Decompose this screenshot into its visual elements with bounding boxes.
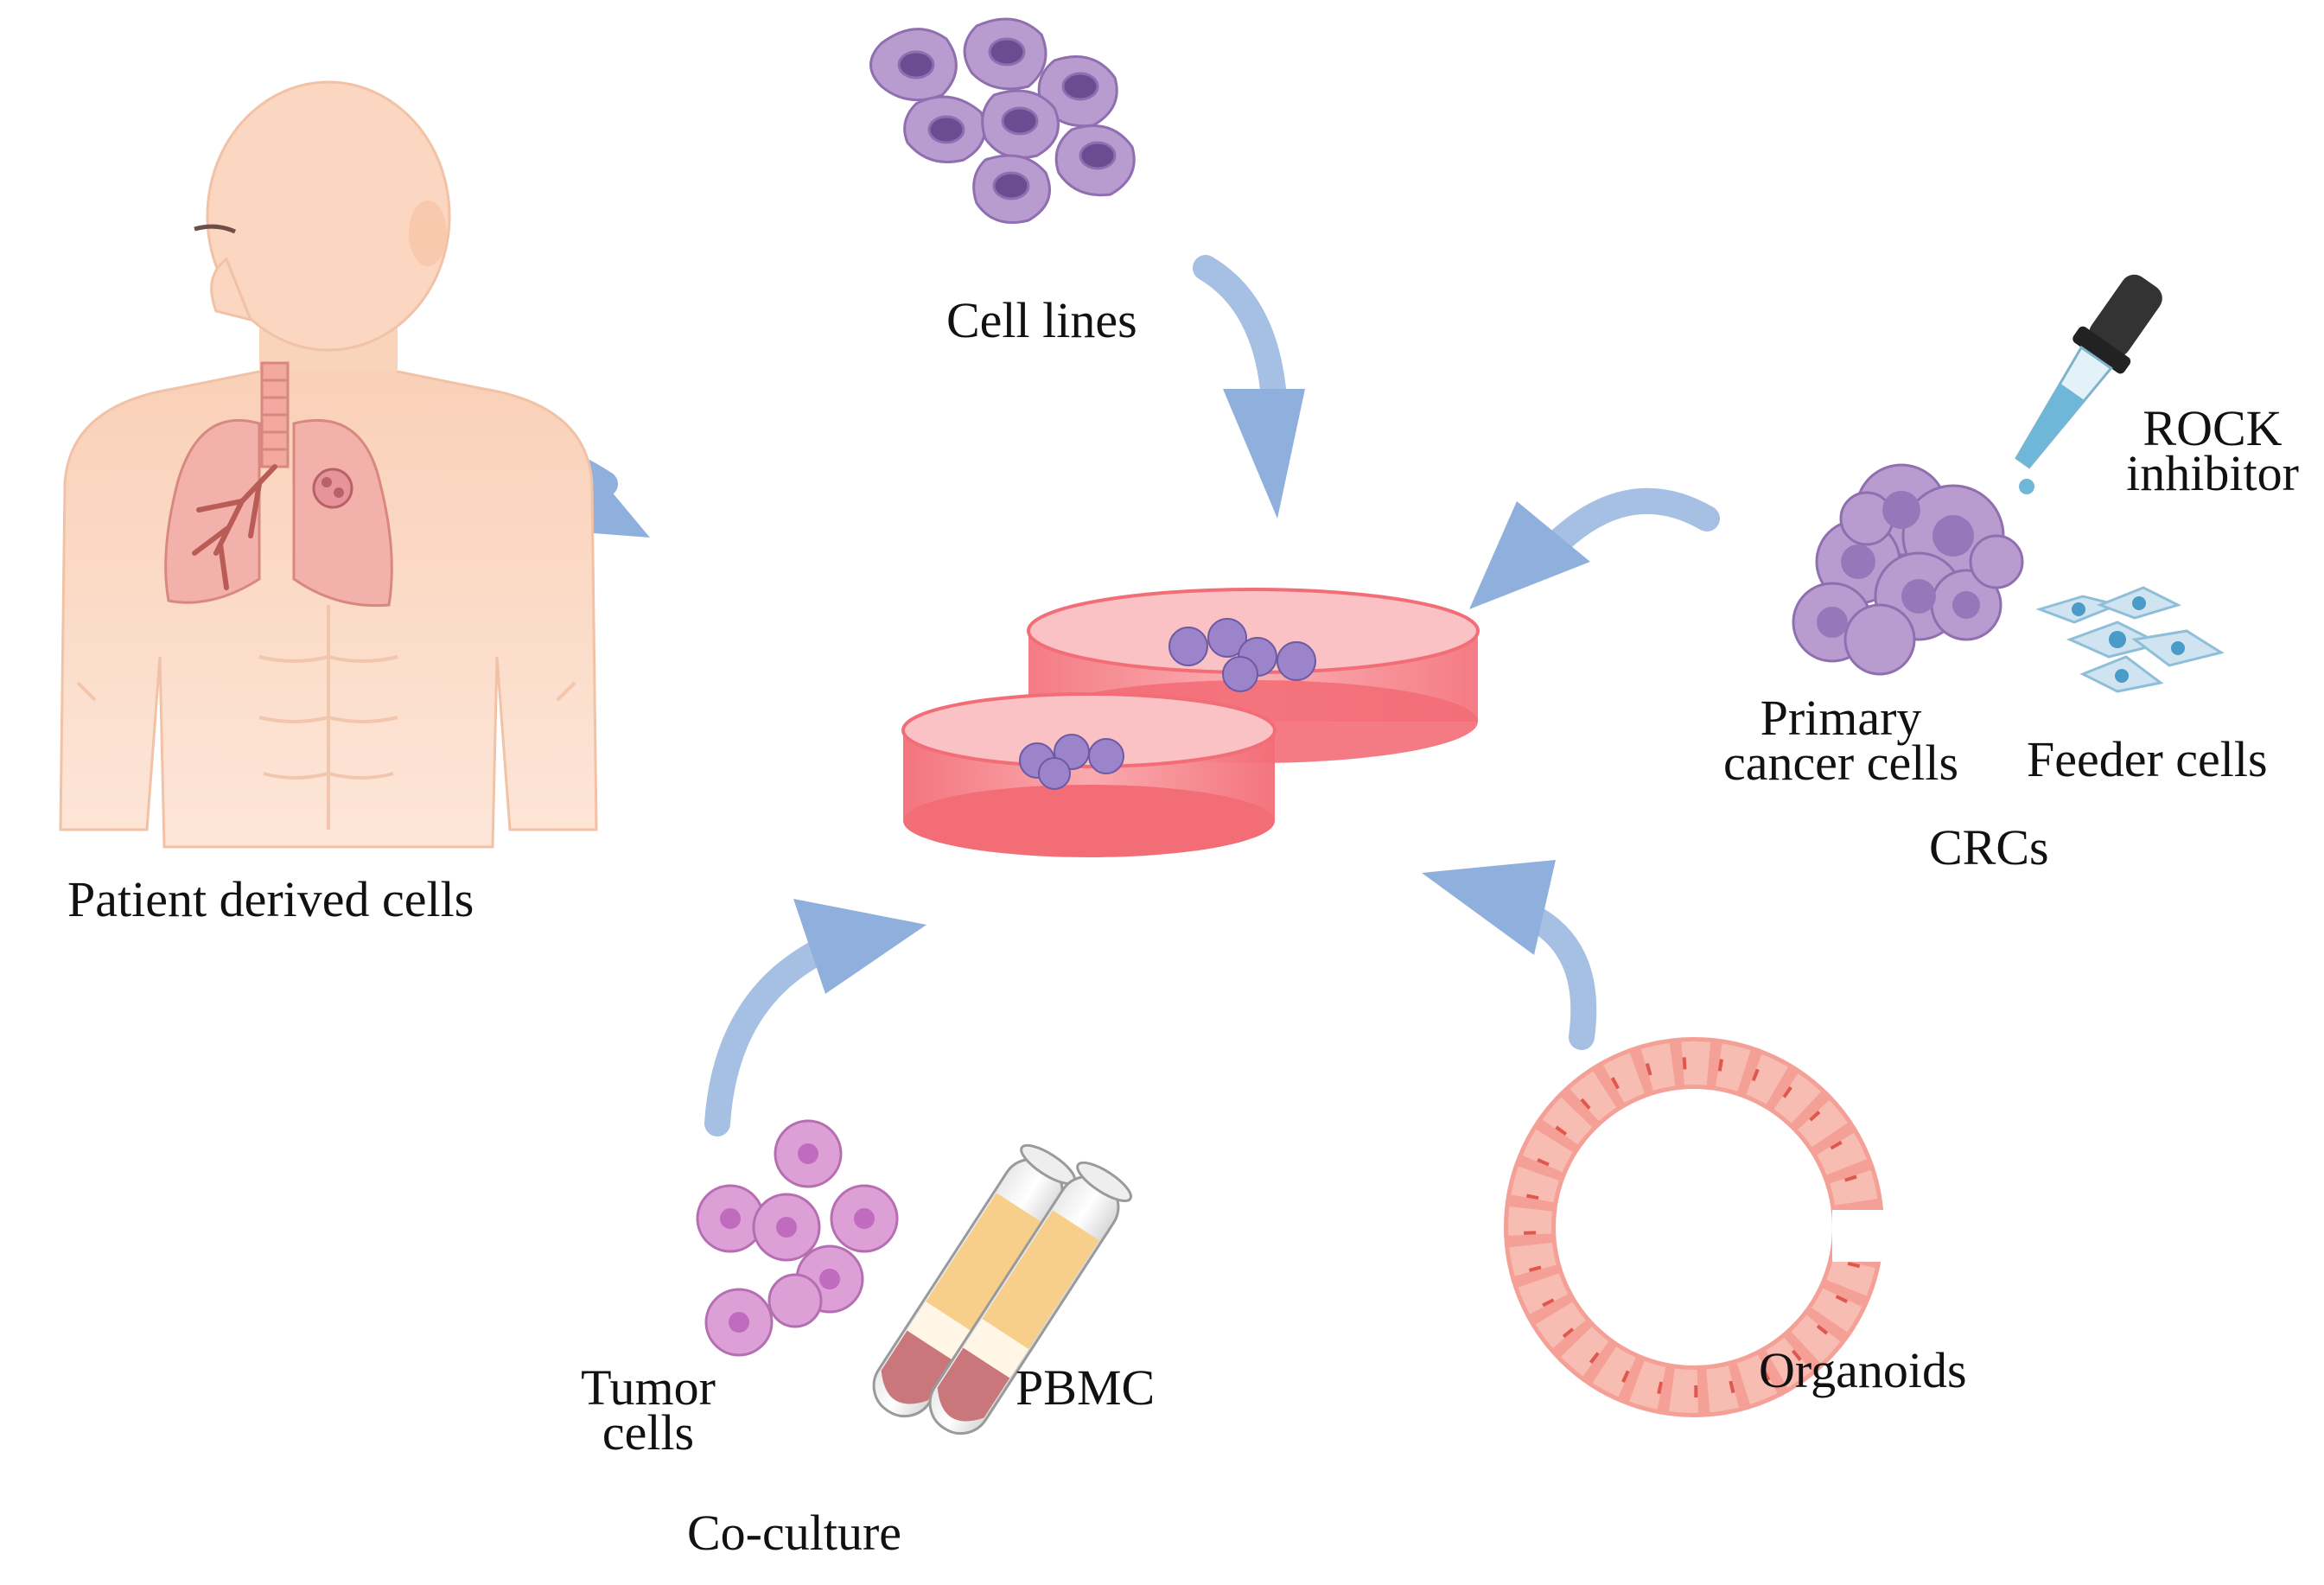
lungs bbox=[164, 361, 393, 608]
label-rock-inhibitor-line1: ROCK bbox=[2143, 400, 2283, 456]
petri-dish-front bbox=[901, 692, 1277, 857]
label-organoids: Organoids bbox=[1759, 1342, 1967, 1398]
cell-lines-cluster bbox=[869, 17, 1136, 224]
label-tumor-cells: Tumor cells bbox=[553, 1359, 743, 1461]
feeder-cells bbox=[2035, 586, 2225, 693]
label-co-culture: Co-culture bbox=[687, 1505, 902, 1561]
arrow-cell-lines-to-dish bbox=[1193, 255, 1305, 519]
label-primary-cancer-line1: Primary bbox=[1760, 690, 1922, 746]
tumor-cells-cluster bbox=[696, 1119, 899, 1357]
label-rock-inhibitor-line2: inhibitor bbox=[2126, 445, 2299, 501]
arrow-organoids-to-dish bbox=[1422, 860, 1597, 1050]
label-primary-cancer-cells: Primary cancer cells bbox=[1694, 690, 1988, 791]
label-crcs: CRCs bbox=[1929, 819, 2049, 875]
label-tumor-cells-line1: Tumor bbox=[581, 1359, 716, 1416]
label-pbmc: PBMC bbox=[1016, 1359, 1156, 1416]
arrow-coculture-to-dish bbox=[704, 899, 926, 1136]
label-primary-cancer-line2: cancer cells bbox=[1722, 735, 1959, 791]
arrow-crcs-to-dish bbox=[1469, 488, 1720, 609]
label-tumor-cells-line2: cells bbox=[602, 1404, 695, 1461]
pbmc-tube-2 bbox=[928, 1161, 1132, 1435]
organoid-ring bbox=[1504, 1037, 1893, 1417]
label-cell-lines: Cell lines bbox=[946, 292, 1137, 348]
primary-cancer-cells bbox=[1792, 463, 2024, 676]
lung-tumor bbox=[312, 468, 353, 509]
label-rock-inhibitor: ROCK inhibitor bbox=[2109, 400, 2316, 501]
label-patient-derived-cells: Patient derived cells bbox=[67, 871, 474, 927]
dropper bbox=[2015, 274, 2162, 494]
label-feeder-cells: Feeder cells bbox=[2027, 731, 2268, 787]
